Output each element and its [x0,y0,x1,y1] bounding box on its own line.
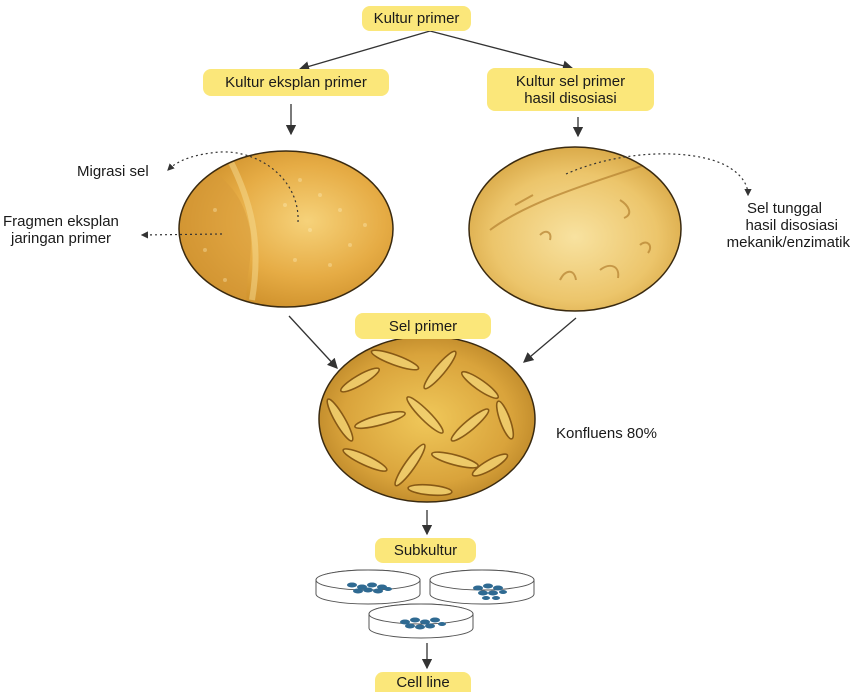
label-migrasi-sel: Migrasi sel [77,163,149,180]
node-dissociated-line1: Kultur sel primer [516,73,625,90]
node-subkultur: Subkultur [375,538,476,563]
arrow-dissociated-to-primary [524,318,576,362]
arrow-root-to-explant [300,31,430,69]
node-sel-primer: Sel primer [355,313,491,339]
explant-micrograph [170,150,393,320]
label-fragmen-line1: Fragmen eksplan [3,213,119,230]
node-kultur-primer: Kultur primer [362,6,471,31]
node-cell-line: Cell line [375,672,471,692]
label-sel-tunggal-line3: mekanik/enzimatik [690,234,850,251]
node-kultur-eksplan-primer: Kultur eksplan primer [203,69,389,96]
primary-cells-micrograph [319,336,535,502]
label-sel-tunggal-line1: Sel tunggal [690,200,850,217]
label-sel-tunggal: Sel tunggal hasil disosiasi mekanik/enzi… [690,200,850,251]
arrow-explant-to-primary [289,316,337,368]
node-dissociated-line2: hasil disosiasi [524,90,617,107]
node-kultur-sel-primer-disosiasi: Kultur sel primer hasil disosiasi [487,68,654,111]
petri-dish-left [316,570,420,604]
label-fragmen-eksplan: Fragmen eksplan jaringan primer [3,213,119,247]
label-sel-tunggal-line2: hasil disosiasi [690,217,850,234]
label-konfluens: Konfluens 80% [556,425,657,442]
petri-dishes [316,570,534,638]
arrow-root-to-dissociated [430,31,572,68]
petri-dish-right [430,570,534,604]
dissociated-micrograph [469,147,681,311]
petri-dish-bottom [369,604,473,638]
label-fragmen-line2: jaringan primer [3,230,119,247]
